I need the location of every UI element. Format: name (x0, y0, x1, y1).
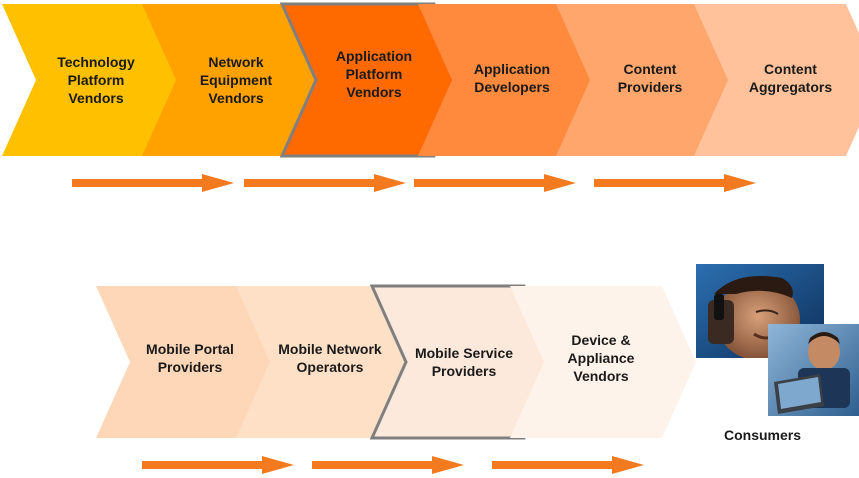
chevron-label: Mobile Portal Providers (146, 341, 234, 375)
chevron-device-appliance-vendors: Device & Appliance Vendors (510, 286, 696, 438)
chevron-mobile-network-operators: Mobile Network Operators (236, 286, 422, 438)
flow-arrow (492, 456, 644, 474)
chevron-shape (694, 4, 859, 156)
chevron-shape (510, 286, 696, 438)
flow-arrow (244, 174, 406, 192)
chevron-application-developers: Application Developers (418, 4, 604, 156)
chevron-mobile-portal-providers: Mobile Portal Providers (96, 286, 282, 438)
chevron-shape (418, 4, 604, 156)
chevron-technology-platform-vendors: Technology Platform Vendors (2, 4, 188, 156)
chevron-shape (236, 286, 422, 438)
flow-arrow (142, 456, 294, 474)
flow-arrow (312, 456, 464, 474)
flow-arrow (414, 174, 576, 192)
chevron-label: Mobile Service Providers (414, 345, 514, 379)
chevron-label: Technology Platform Vendors (57, 54, 135, 106)
chevron-shape (556, 4, 742, 156)
chevron-network-equipment-vendors: Network Equipment Vendors (142, 4, 328, 156)
flow-arrow (594, 174, 756, 192)
chevron-label: Network Equipment Vendors (199, 54, 273, 106)
chevron-application-platform-vendors: Application Platform Vendors (279, 2, 470, 158)
chevron-content-providers: Content Providers (556, 4, 742, 156)
consumer-photo-laptop (768, 324, 859, 416)
person-at-laptop-image (768, 324, 859, 416)
chevron-shape (142, 4, 328, 156)
chevron-label: Content Aggregators (748, 61, 833, 95)
chevron-label: Mobile Network Operators (278, 341, 382, 375)
chevron-shape (2, 4, 188, 156)
chevron-mobile-service-providers: Mobile Service Providers (369, 284, 560, 440)
chevron-label: Application Platform Vendors (335, 48, 413, 100)
chevron-content-aggregators: Content Aggregators (694, 4, 859, 156)
consumers-label: Consumers (724, 427, 802, 443)
chevron-label: Content Providers (617, 61, 683, 95)
chevron-label: Application Developers (473, 61, 551, 95)
chevron-label: Device & Appliance Vendors (567, 332, 635, 384)
flow-arrow (72, 174, 234, 192)
chevron-shape (96, 286, 282, 438)
